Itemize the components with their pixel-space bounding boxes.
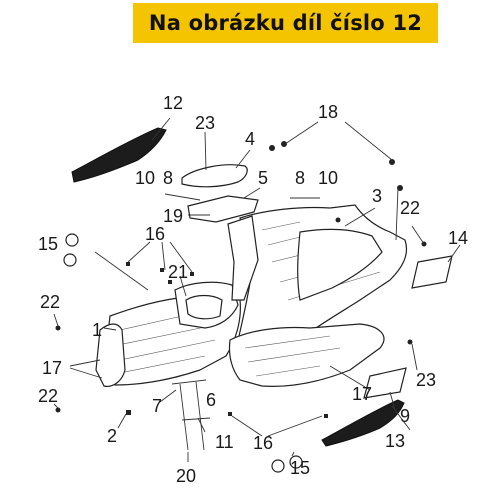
callout-4: 4 [245,129,255,149]
callout-5: 5 [258,168,268,188]
callout-22: 22 [38,386,58,406]
callout-17: 17 [42,358,62,378]
left-lower-fairing [95,323,126,387]
part-5 [187,195,259,223]
callout-8: 8 [163,168,173,188]
front-lower-fairing [228,323,385,387]
banner-text: Na obrázku díl číslo 12 [148,11,423,35]
callout-2: 2 [107,426,117,446]
callout-22: 22 [400,198,420,218]
callout-12: 12 [163,93,183,113]
callout-15: 15 [290,458,310,478]
callout-1: 1 [92,320,102,340]
callout-17: 17 [352,384,372,404]
callout-23: 23 [416,370,436,390]
callout-9: 9 [400,406,410,426]
part-9 [363,367,407,399]
callout-10: 10 [135,168,155,188]
callout-19: 19 [163,206,183,226]
callout-22: 22 [40,292,60,312]
part-12 [71,127,167,183]
callout-20: 20 [176,466,196,486]
callout-16: 16 [145,224,165,244]
callout-8: 8 [295,168,305,188]
title-banner: Na obrázku díl číslo 12 [133,3,438,43]
callout-23: 23 [195,113,215,133]
callout-18: 18 [318,102,338,122]
callout-13: 13 [385,431,405,451]
callout-3: 3 [372,186,382,206]
callout-14: 14 [448,228,468,248]
callout-10: 10 [318,168,338,188]
callout-6: 6 [206,390,216,410]
callout-7: 7 [152,396,162,416]
callout-21: 21 [168,262,188,282]
callout-15: 15 [38,234,58,254]
callout-11: 11 [215,432,234,452]
part-14 [411,255,453,289]
callout-16: 16 [253,433,273,453]
part-4 [181,164,248,188]
